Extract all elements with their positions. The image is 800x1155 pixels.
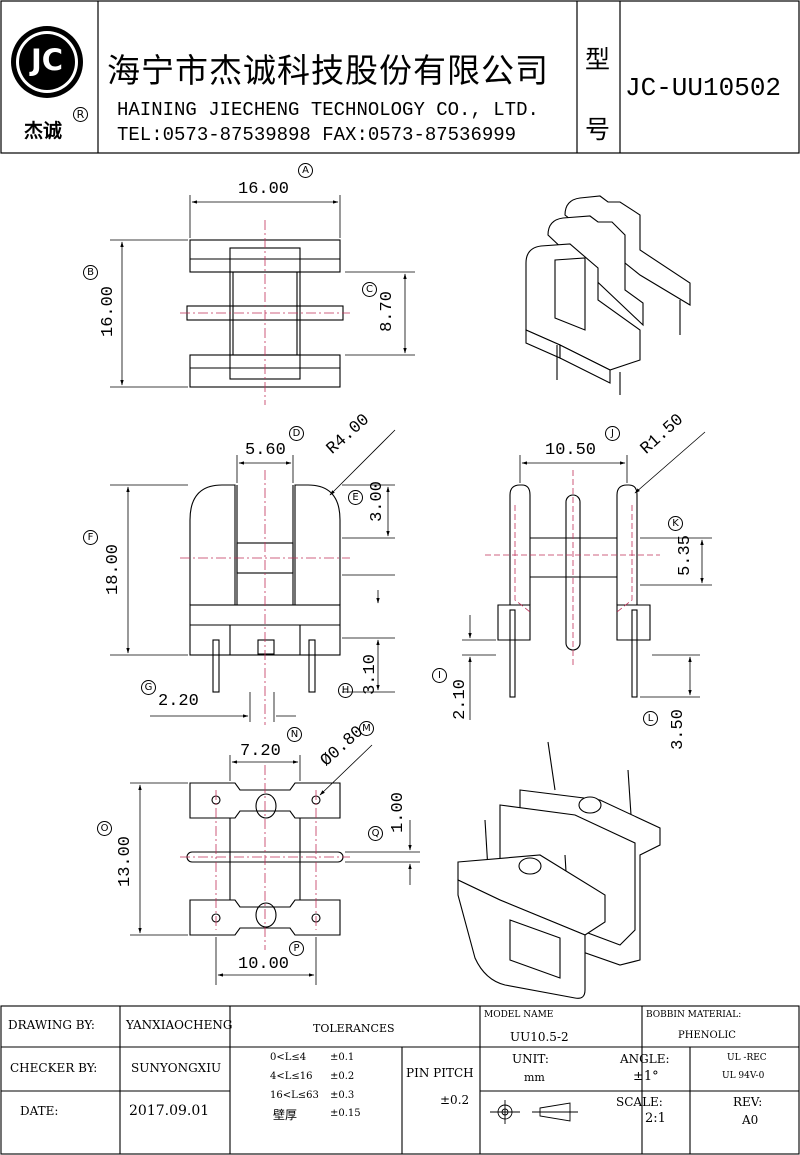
tag-a: A [298, 163, 313, 178]
front-view-centerlines [180, 470, 350, 725]
model-name-label: MODEL NAME [484, 1010, 554, 1020]
company-name-cn: 海宁市杰诚科技股份有限公司 [107, 51, 549, 90]
tag-b: B [83, 265, 98, 280]
bottom-view-dimensions [130, 744, 420, 985]
logo-mark-text: JC [30, 43, 64, 77]
bottom-view-centerlines [180, 765, 350, 950]
bobbin-material-label: BOBBIN MATERIAL: [646, 1010, 742, 1020]
bobbin-material-value: PHENOLIC [678, 1030, 736, 1041]
rev-value: A0 [742, 1113, 759, 1127]
tag-h: H [338, 683, 353, 698]
tag-c: C [362, 282, 377, 297]
dim-side-pin-a: 2.10 [450, 679, 470, 720]
tol-row3-range: 16<L≤63 [270, 1090, 319, 1101]
isometric-view-top [525, 195, 691, 395]
date-value: 2017.09.01 [129, 1103, 210, 1119]
front-view-dimensions [110, 429, 396, 722]
dim-front-slot: 5.60 [245, 441, 286, 460]
projection-symbol-icon [490, 1100, 578, 1124]
tag-n: N [287, 727, 302, 742]
front-view [189, 484, 341, 693]
dim-side-width: 10.50 [545, 441, 597, 460]
pin-pitch-value: ±0.2 [440, 1093, 470, 1107]
dim-side-pin-b: 3.50 [668, 709, 688, 750]
jc-logo-icon [11, 26, 83, 98]
dim-top-gap: 8.70 [377, 291, 397, 332]
header-frame [0, 0, 800, 154]
dim-bottom-span: 7.20 [240, 742, 281, 761]
model-number: JC-UU10502 [625, 73, 782, 103]
angle-value: ±1° [633, 1069, 659, 1084]
angle-label: ANGLE: [620, 1052, 670, 1066]
dim-top-height: 16.00 [99, 285, 119, 338]
unit-value: mm [524, 1071, 545, 1084]
tag-k: K [668, 516, 683, 531]
pin-pitch-label: PIN PITCH [406, 1066, 474, 1080]
tag-m: M [359, 721, 374, 736]
isometric-view-bottom [457, 741, 661, 999]
dim-front-pin-offset: 2.20 [158, 692, 199, 711]
company-contact: TEL:0573-87539898 FAX:0573-87536999 [117, 124, 517, 146]
dim-front-height: 18.00 [104, 543, 124, 596]
tol-row4-value: ±0.15 [330, 1108, 361, 1119]
side-view-hidden [485, 470, 660, 665]
model-name-value: UU10.5-2 [510, 1030, 569, 1044]
model-label-bottom: 号 [585, 115, 611, 144]
logo-name-text: 杰诚 [24, 120, 63, 142]
checker-label: CHECKER BY: [10, 1061, 98, 1075]
dim-bottom-rib: 1.00 [388, 792, 408, 833]
rev-label: REV: [733, 1095, 763, 1109]
logo-reg-mark: R [73, 107, 88, 122]
tag-i: I [432, 668, 447, 683]
scale-label: SCALE: [616, 1095, 663, 1109]
model-label-top: 型 [585, 45, 611, 74]
tol-row2-range: 4<L≤16 [270, 1071, 313, 1082]
dim-front-pin-len: 3.10 [360, 654, 380, 695]
tag-g: G [141, 680, 156, 695]
title-block-frame [0, 1005, 800, 1155]
tag-l: L [643, 711, 658, 726]
side-view-dimensions [462, 431, 712, 720]
tag-j: J [605, 426, 620, 441]
dim-front-flange: 3.00 [367, 481, 387, 522]
unit-label: UNIT: [512, 1052, 549, 1066]
checker-value: SUNYONGXIU [131, 1061, 222, 1075]
tol-row3-value: ±0.3 [330, 1090, 355, 1101]
dim-side-window: 5.35 [675, 535, 695, 576]
side-view [497, 484, 651, 698]
top-view-dimensions [110, 195, 415, 388]
dim-top-width: 16.00 [238, 180, 290, 199]
dim-bottom-height: 13.00 [116, 835, 136, 888]
drawing-by-label: DRAWING BY: [8, 1018, 95, 1032]
company-name-en: HAINING JIECHENG TECHNOLOGY CO., LTD. [117, 99, 539, 121]
top-view-centerlines [180, 220, 350, 405]
ul-94v0: UL 94V-0 [722, 1071, 765, 1081]
date-label: DATE: [20, 1104, 59, 1118]
scale-value: 2:1 [645, 1111, 666, 1126]
tol-row1-value: ±0.1 [330, 1052, 355, 1063]
tolerances-label: TOLERANCES [313, 1022, 395, 1035]
dim-bottom-pin-pitch: 10.00 [238, 955, 290, 974]
tag-p: P [289, 941, 304, 956]
tol-row1-range: 0<L≤4 [270, 1052, 307, 1063]
drawing-by-value: YANXIAOCHENG [126, 1018, 233, 1032]
tag-f: F [83, 530, 98, 545]
tag-o: O [97, 821, 112, 836]
ul-rec: UL -REC [727, 1053, 767, 1063]
tol-row2-value: ±0.2 [330, 1071, 355, 1082]
tol-row4-range: 壁厚 [273, 1108, 298, 1122]
tag-d: D [289, 426, 304, 441]
tag-e: E [348, 490, 363, 505]
tag-q: Q [368, 826, 383, 841]
